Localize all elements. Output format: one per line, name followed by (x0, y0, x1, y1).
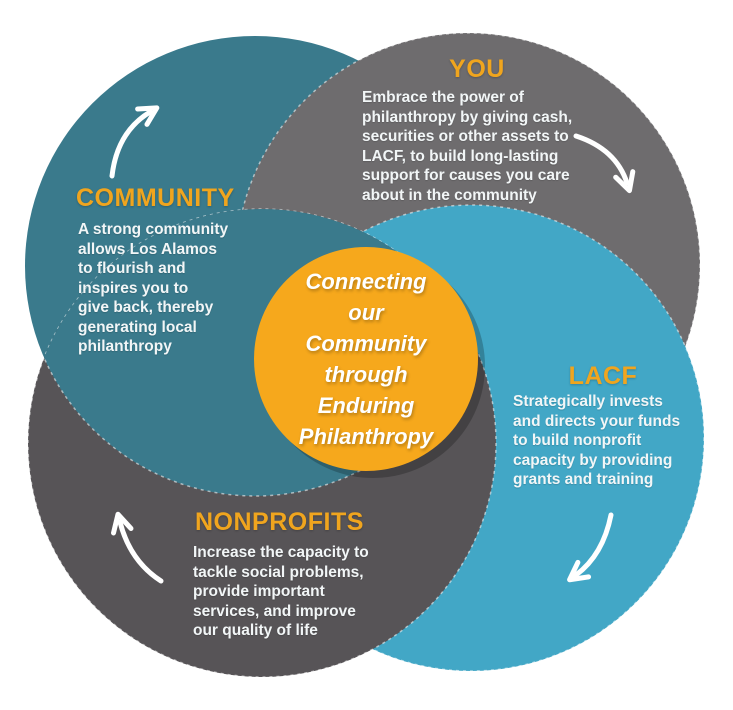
curved-arrow-down-right-icon (573, 133, 636, 194)
curved-arrow-up-left-icon (111, 511, 164, 584)
curved-arrow-down-left-icon (567, 512, 614, 583)
community-heading: COMMUNITY (76, 184, 235, 212)
nonprofits-description: Increase the capacity to tackle social p… (193, 544, 369, 639)
nonprofits-heading: NONPROFITS (195, 508, 364, 536)
center-circle (254, 247, 478, 471)
lacf-heading: LACF (568, 362, 638, 390)
lacf-description: Strategically invests and directs your f… (513, 393, 681, 488)
curved-arrow-up-right-icon (109, 105, 160, 179)
center-message: Connecting our Community through Endurin… (298, 269, 434, 449)
you-heading: YOU (449, 55, 505, 83)
community-description: A strong community allows Los Alamos to … (78, 221, 229, 355)
you-description: Embrace the power of philanthropy by giv… (362, 89, 573, 204)
